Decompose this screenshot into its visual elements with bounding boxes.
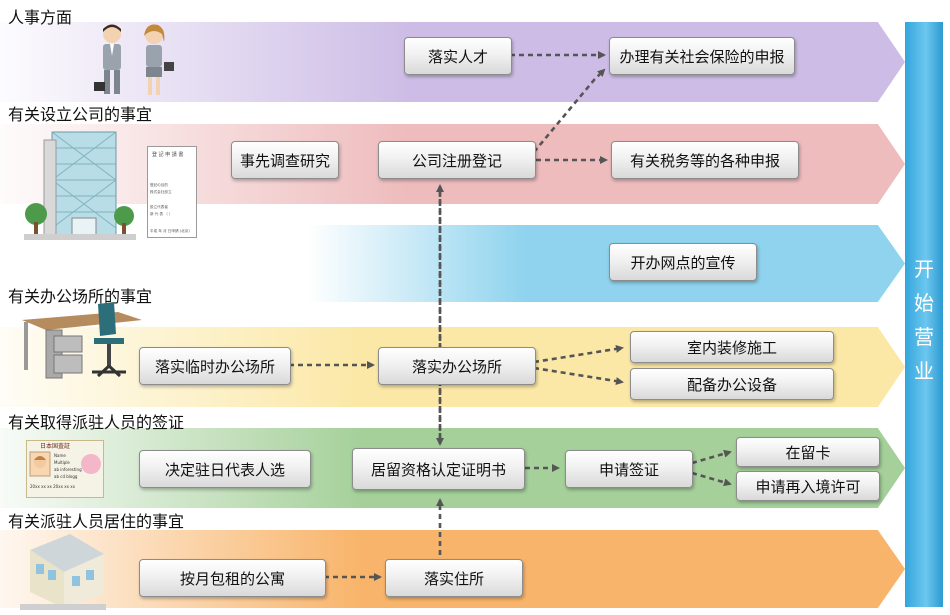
start-business-label: 开 始 营 业 [914,257,934,383]
office-building-illustration [24,131,136,240]
node-prior-research: 事先调查研究 [231,141,339,179]
node-representative: 决定驻日代表人选 [139,450,311,488]
node-temp-office: 落实临时办公场所 [139,347,291,385]
doc-title: 登 記 申 請 書 [152,151,183,158]
node-coe: 居留资格认定证明书 [352,448,525,490]
band-label-company: 有关设立公司的事宜 [8,105,153,124]
card-title: 日本国査証 [40,442,70,450]
arrow-office-to-interior [533,344,624,364]
band-label-housing: 有关派驻人员居住的事宜 [8,512,185,531]
office-desk-illustration [22,302,142,379]
arrow-registration-to-insurance [533,68,606,153]
node-reentry-permit: 申请再入境许可 [736,471,880,501]
card-line: 20xx xx xx 20xx xx xx [30,484,76,489]
doc-line: 設立代表者 [150,204,168,209]
node-residence-card: 在留卡 [736,437,880,467]
card-line: ab cd blogg [54,474,78,479]
arrow-visa-to-reentry [691,471,732,487]
visa-card-illustration: 日本国査証 Name Multiple ab inforesting ab cd… [26,440,104,498]
registration-document: 登 記 申 請 書 登記の目的 株式会社設立 設立代表者 新 代 表 （ ） 平… [147,146,197,238]
band-label-office: 有关办公场所的事宜 [8,287,153,306]
doc-line: 新 代 表 （ ） [150,211,173,216]
businesswoman-figure [144,24,174,95]
node-social-insurance: 办理有关社会保险的申报 [609,37,795,75]
band-label-personnel: 人事方面 [8,8,73,27]
node-tax-filing: 有关税务等的各种申报 [611,141,799,179]
node-office: 落实办公场所 [378,347,536,385]
node-housing: 落实住所 [385,559,523,597]
node-company-registration: 公司注册登记 [378,141,536,179]
node-equipment: 配备办公设备 [630,368,834,400]
node-branch-promotion: 开办网点的宣传 [609,243,757,281]
doc-line: 平成 年 月 日申請 (北京) [150,228,190,233]
doc-line: 株式会社設立 [150,189,172,194]
band-label-visa: 有关取得派驻人员的签证 [8,413,185,432]
start-business-column: 开 始 营 业 [905,22,943,607]
business-people-illustration [94,24,174,95]
card-line: ab inforesting [54,467,82,472]
businessman-figure [94,24,121,94]
arrow-office-to-equipment [533,366,624,386]
card-line: Multiple [54,460,70,465]
card-line: Name [54,453,66,458]
node-visa-apply: 申请签证 [565,450,693,488]
doc-line: 登記の目的 [150,182,168,187]
node-hire-staff: 落实人才 [404,37,512,75]
arrow-visa-to-residence-card [691,449,732,465]
apartment-building-illustration [20,534,106,610]
node-interior: 室内装修施工 [630,331,834,363]
node-monthly-apartment: 按月包租的公寓 [139,559,326,597]
